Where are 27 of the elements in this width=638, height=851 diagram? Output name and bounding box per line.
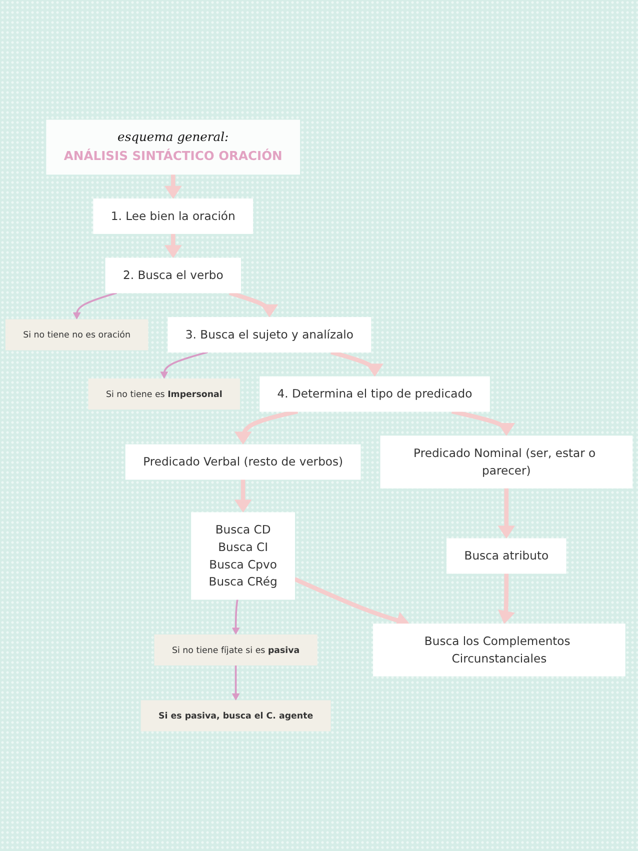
node-box: 2. Busca el verbo <box>105 258 241 294</box>
node-box: 3. Busca el sujeto y analízalo <box>168 317 372 352</box>
arrow <box>72 292 118 320</box>
arrow <box>164 233 182 258</box>
node-box: 1. Lee bien la oración <box>93 198 254 234</box>
node-box: 4. Determina el tipo de predicado <box>260 376 490 412</box>
node-box: Busca los Complementos Circunstanciales <box>373 624 626 676</box>
node-box: Si no tiene fíjate si es pasiva <box>154 634 318 666</box>
node-box: Si no tiene es Impersonal <box>88 378 240 410</box>
arrow <box>160 351 208 379</box>
node-box: Si es pasiva, busca el C. agente <box>140 700 331 732</box>
node-box: Busca CD Busca CI Busca Cpvo Busca CRég <box>191 512 295 600</box>
arrow <box>228 290 278 318</box>
arrow <box>232 665 240 701</box>
node-box: esquema general: ANÁLISIS SINTÁCTICO ORACIÓN <box>46 120 300 175</box>
node-box: Predicado Verbal (resto de verbos) <box>125 444 361 480</box>
arrow <box>330 350 384 377</box>
arrow <box>164 174 182 199</box>
arrow <box>234 409 298 445</box>
arrow <box>234 479 252 513</box>
arrow <box>232 599 240 635</box>
arrow <box>451 409 516 436</box>
node-box: Busca atributo <box>446 538 566 574</box>
node-box: Si no tiene no es oración <box>5 319 148 350</box>
arrow <box>498 573 516 624</box>
arrow <box>498 488 516 539</box>
node-box: Predicado Nominal (ser, estar o parecer) <box>380 436 633 488</box>
